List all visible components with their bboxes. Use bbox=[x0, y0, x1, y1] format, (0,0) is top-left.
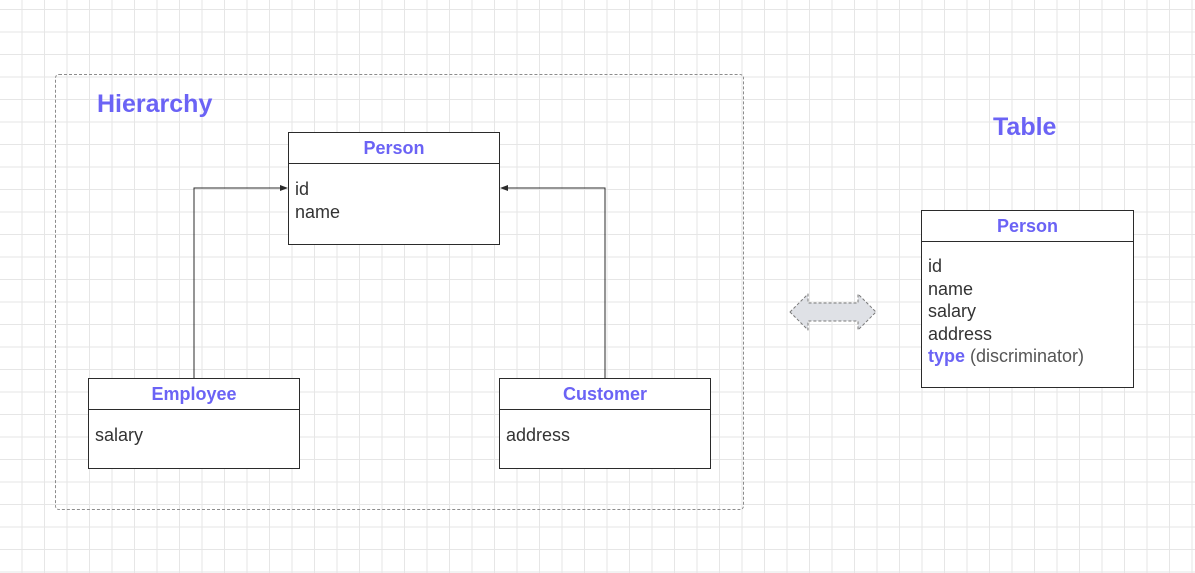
class-name: Employee bbox=[89, 379, 299, 410]
attribute-salary: salary bbox=[928, 301, 977, 321]
attribute-list: id name bbox=[289, 164, 499, 223]
attribute-address: address bbox=[928, 323, 993, 344]
hierarchy-person-class[interactable]: Person id name bbox=[288, 132, 500, 245]
table-person-class[interactable]: Person id name salary address type (disc… bbox=[921, 210, 1134, 388]
attribute-list: address bbox=[500, 410, 710, 447]
attribute-list: salary bbox=[89, 410, 299, 447]
discriminator-keyword: type bbox=[928, 346, 966, 366]
class-name: Person bbox=[922, 211, 1133, 242]
attribute-id: id bbox=[295, 179, 310, 199]
attribute-list: id name salary address type (discriminat… bbox=[922, 242, 1133, 368]
hierarchy-group[interactable] bbox=[55, 74, 744, 510]
table-title[interactable]: Table bbox=[993, 113, 1057, 141]
attribute-address: address bbox=[506, 425, 571, 445]
attribute-id: id bbox=[928, 256, 943, 276]
employee-class[interactable]: Employee salary bbox=[88, 378, 300, 469]
class-name: Customer bbox=[500, 379, 710, 410]
class-name: Person bbox=[289, 133, 499, 164]
hierarchy-title[interactable]: Hierarchy bbox=[97, 90, 213, 118]
discriminator-note: (discriminator) bbox=[970, 346, 1085, 366]
double-headed-arrow-icon[interactable] bbox=[787, 290, 879, 334]
attribute-salary: salary bbox=[95, 425, 144, 445]
attribute-type: type (discriminator) bbox=[928, 345, 1127, 368]
attribute-name: name bbox=[928, 278, 974, 299]
attribute-name: name bbox=[295, 201, 341, 222]
customer-class[interactable]: Customer address bbox=[499, 378, 711, 469]
